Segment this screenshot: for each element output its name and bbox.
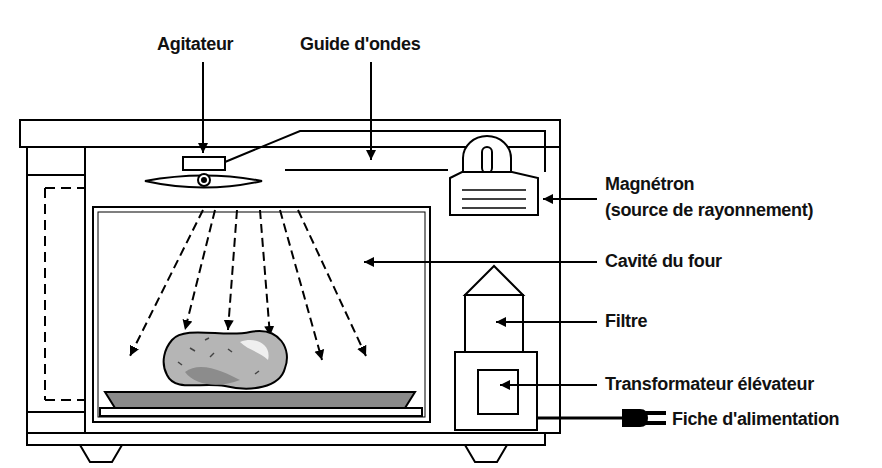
- part-label: (source de rayonnement): [605, 200, 813, 222]
- part-label: Cavité du four: [605, 251, 722, 273]
- step-up-transformer: [455, 352, 537, 430]
- part-label: Filtre: [605, 311, 647, 333]
- part-label: Magnétron: [605, 174, 694, 196]
- stirrer-fan: [145, 157, 262, 188]
- part-label: Fiche d'alimentation: [672, 409, 839, 431]
- part-label: Agitateur: [157, 34, 233, 56]
- food-potato: [164, 331, 287, 388]
- oven-cavity: [93, 207, 430, 422]
- magnetron: [450, 136, 538, 215]
- filter: [465, 266, 523, 352]
- oven-housing: [20, 120, 560, 462]
- power-plug: [537, 409, 666, 427]
- part-label: Transformateur élévateur: [605, 374, 814, 396]
- leader-arrows: [203, 62, 597, 385]
- part-label: Guide d'ondes: [300, 34, 420, 56]
